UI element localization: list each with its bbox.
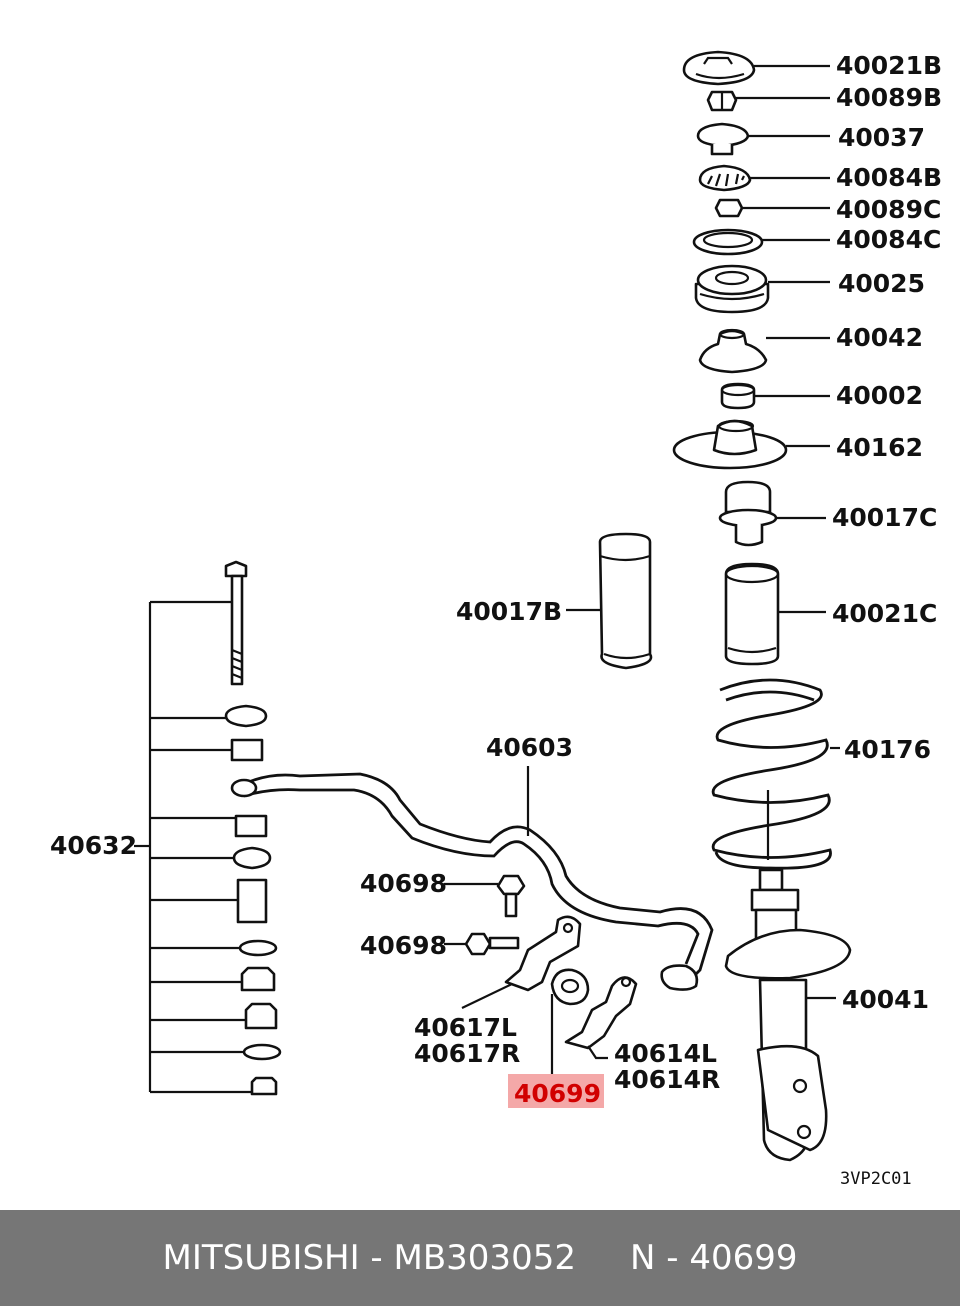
part-40603-stabilizer-bar xyxy=(230,772,714,991)
label-40162: 40162 xyxy=(836,433,923,462)
part-40176-coil-spring xyxy=(711,678,832,870)
label-40632: 40632 xyxy=(50,831,137,860)
label-40089B: 40089B xyxy=(836,83,942,112)
part-40084B-seat xyxy=(698,164,752,192)
part-40021B-mount xyxy=(682,50,756,86)
part-40699-clamp xyxy=(550,968,590,1006)
label-40614R: 40614R xyxy=(614,1065,720,1094)
part-40089B-nut xyxy=(706,90,738,112)
label-40042: 40042 xyxy=(836,323,923,352)
parts-diagram: 40021B 40089B 40037 40084B 40089C 40084C… xyxy=(50,50,942,1189)
part-40162-upper-seat xyxy=(672,419,788,470)
label-40617L: 40617L xyxy=(414,1013,517,1042)
label-40017B: 40017B xyxy=(456,597,562,626)
labels: 40021B 40089B 40037 40084B 40089C 40084C… xyxy=(50,51,942,1189)
part-40041-strut xyxy=(724,868,852,1162)
label-40699-highlighted: 40699 xyxy=(514,1079,601,1108)
part-40698-bolt-upper xyxy=(496,874,526,918)
label-40021C: 40021C xyxy=(832,599,937,628)
label-40084C: 40084C xyxy=(836,225,941,254)
diagram-code: 3VP2C01 xyxy=(840,1169,912,1189)
footer-bar: MITSUBISHI - MB303052 N - 40699 xyxy=(0,1210,960,1306)
part-40042-bumper-cup xyxy=(698,328,768,374)
part-40002-bushing xyxy=(720,382,756,410)
label-40021B: 40021B xyxy=(836,51,942,80)
label-40603: 40603 xyxy=(486,733,573,762)
part-40617-bracket xyxy=(504,915,582,992)
part-40698-bolt-lower xyxy=(464,932,520,956)
label-40698-lower: 40698 xyxy=(360,931,447,960)
footer-text: MITSUBISHI - MB303052 N - 40699 xyxy=(162,1238,798,1278)
label-40002: 40002 xyxy=(836,381,923,410)
label-40037: 40037 xyxy=(838,123,925,152)
part-40614-bracket xyxy=(564,976,638,1050)
part-40017B-dust-boot xyxy=(598,532,653,670)
label-40041: 40041 xyxy=(842,985,929,1014)
label-40176: 40176 xyxy=(844,735,931,764)
bracket-40632 xyxy=(134,600,252,1094)
part-40021C-dust-cover xyxy=(724,562,780,666)
highlight-box xyxy=(508,1074,604,1108)
part-40037-washer xyxy=(696,122,750,156)
label-40617R: 40617R xyxy=(414,1039,520,1068)
label-40084B: 40084B xyxy=(836,163,942,192)
label-40025: 40025 xyxy=(838,269,925,298)
label-40017C: 40017C xyxy=(832,503,937,532)
part-40089C-nut xyxy=(714,198,744,218)
label-40614L: 40614L xyxy=(614,1039,717,1068)
label-40089C: 40089C xyxy=(836,195,941,224)
part-40632-link-assembly xyxy=(224,560,282,1096)
label-40698-upper: 40698 xyxy=(360,869,447,898)
part-40084C-ring xyxy=(692,228,764,256)
part-40025-insulator xyxy=(694,264,770,314)
leader-lines xyxy=(444,64,840,1074)
part-40017C-bump-stop xyxy=(718,480,778,547)
